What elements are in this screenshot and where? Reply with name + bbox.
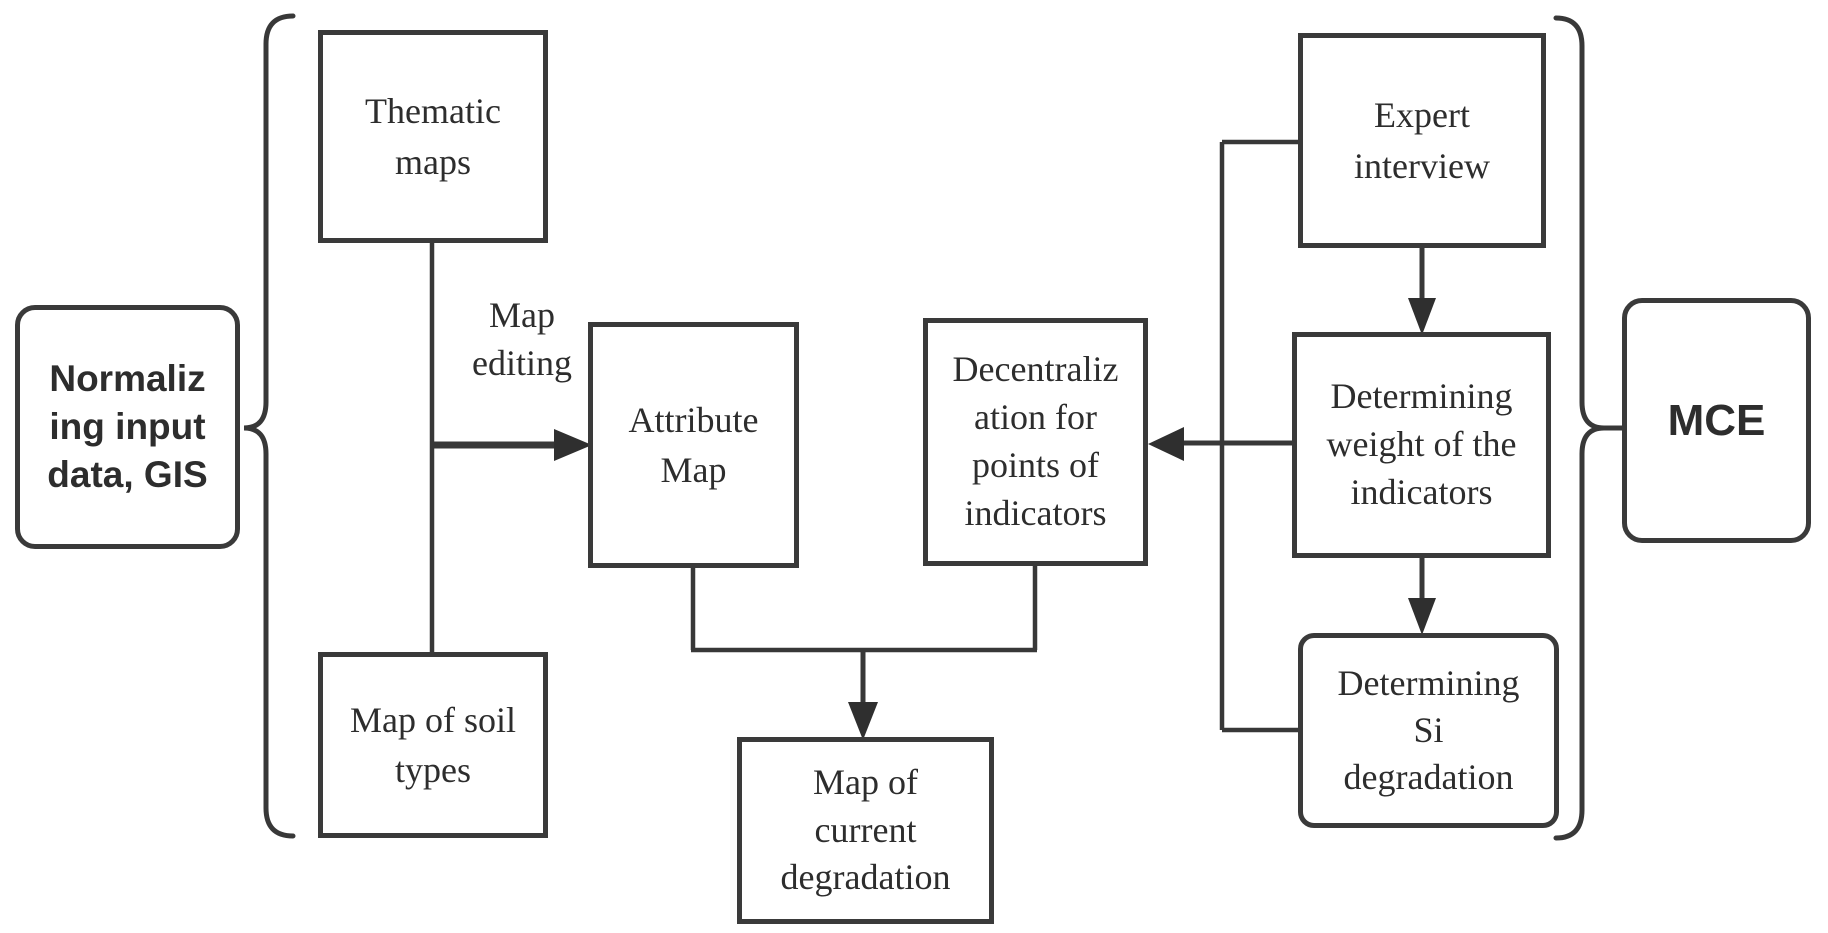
node-normalizing-input-data: Normaliz ing input data, GIS [15, 305, 240, 549]
node-thematic-maps: Thematic maps [318, 30, 548, 243]
node-decentralization-for-points: Decentraliz ation for points of indicato… [923, 318, 1148, 566]
arrowhead-expert-to-weight [1408, 298, 1436, 335]
brace-left [243, 13, 296, 839]
arrowhead-weight-to-si [1408, 598, 1436, 635]
node-map-of-soil-types: Map of soil types [318, 652, 548, 838]
edge-label-map-editing: Map editing [472, 295, 572, 383]
arrowhead-map-editing [554, 429, 592, 461]
arrowhead-to-decentralization [1148, 427, 1184, 461]
node-determining-weight-of-indicators: Determining weight of the indicators [1292, 332, 1551, 558]
node-mce: MCE [1622, 298, 1811, 543]
node-map-of-current-degradation: Map of current degradation [737, 737, 994, 924]
brace-right [1553, 15, 1605, 841]
node-expert-interview: Expert interview [1298, 33, 1546, 248]
arrowhead-to-current [848, 702, 878, 740]
node-attribute-map: Attribute Map [588, 322, 799, 568]
node-determining-si-degradation: Determining Si degradation [1298, 633, 1559, 828]
